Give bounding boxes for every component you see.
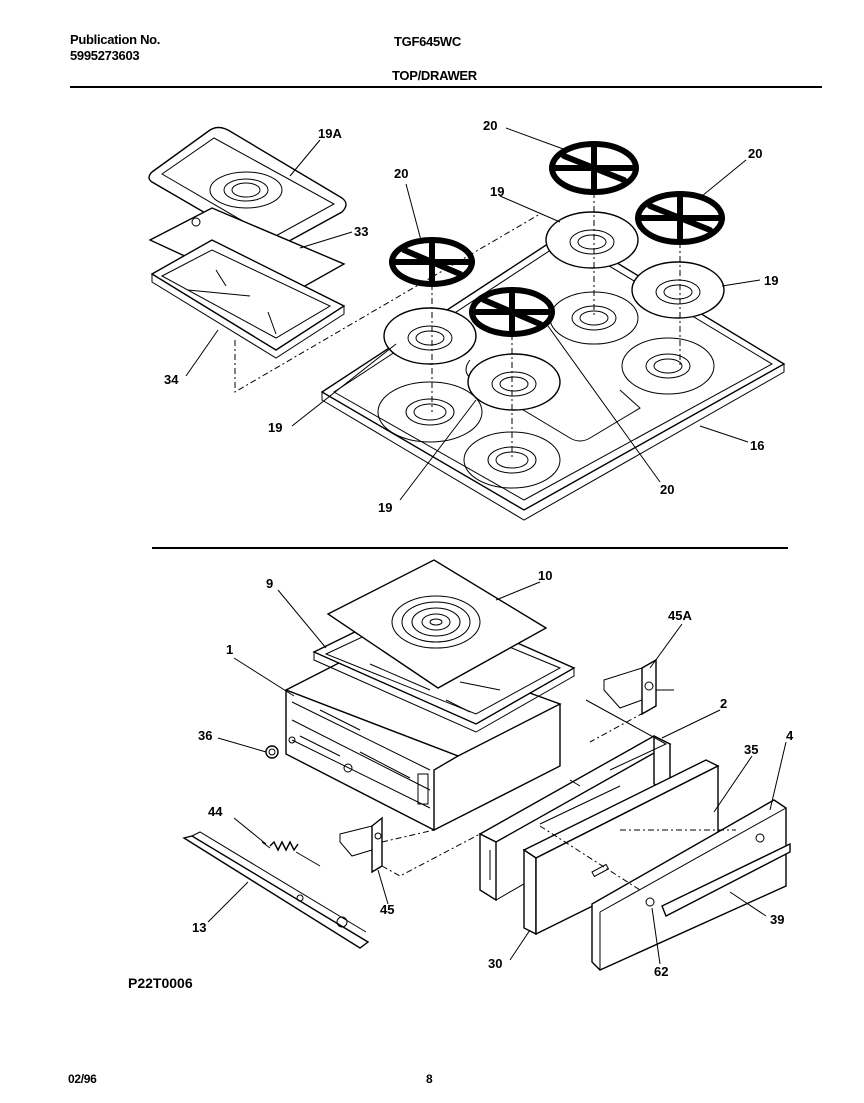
model-number: TGF645WC — [394, 34, 461, 49]
drawer-panel — [591, 799, 791, 971]
callout-20-left: 20 — [394, 166, 408, 181]
callout-19-top: 19 — [490, 184, 504, 199]
callout-45a: 45A — [668, 608, 692, 623]
callout-34: 34 — [164, 372, 179, 387]
bottom-dashed-lines — [381, 705, 736, 891]
page-number: 8 — [426, 1072, 433, 1086]
callout-20-top: 20 — [483, 118, 497, 133]
callout-4: 4 — [786, 728, 794, 743]
callout-36: 36 — [198, 728, 212, 743]
publication-number: 5995273603 — [70, 48, 140, 63]
callout-35: 35 — [744, 742, 758, 757]
drawer-bracket-45a — [603, 658, 674, 716]
callout-13: 13 — [192, 920, 206, 935]
drawer-front — [522, 759, 720, 936]
callout-20-right: 20 — [748, 146, 762, 161]
callout-19-left: 19 — [268, 420, 282, 435]
broiler-pan-insert — [148, 126, 347, 249]
broiler-grid — [326, 559, 548, 689]
pan-centerline — [234, 213, 541, 393]
callout-44: 44 — [208, 804, 223, 819]
callout-39: 39 — [770, 912, 784, 927]
footer-date: 02/96 — [68, 1072, 97, 1086]
callout-33: 33 — [354, 224, 368, 239]
drawer-bracket-45 — [339, 816, 383, 874]
callout-10: 10 — [538, 568, 552, 583]
callout-2: 2 — [720, 696, 727, 711]
bottom-leader-lines — [207, 581, 787, 965]
callout-19-right: 19 — [764, 273, 778, 288]
callout-20-bottom: 20 — [660, 482, 674, 497]
header-rule — [70, 86, 822, 88]
callout-19a: 19A — [318, 126, 342, 141]
top-leader-lines — [185, 127, 761, 501]
publication-label: Publication No. — [70, 32, 161, 47]
callout-19-bottom: 19 — [378, 500, 392, 515]
figure-code: P22T0006 — [128, 975, 193, 991]
broiler-pan — [150, 239, 346, 359]
drawer-spring — [261, 840, 321, 867]
drawer-bumper — [265, 745, 279, 759]
callout-16: 16 — [750, 438, 764, 453]
callout-9: 9 — [266, 576, 273, 591]
callout-1: 1 — [226, 642, 233, 657]
burner-bowls — [383, 211, 725, 411]
callout-45: 45 — [380, 902, 394, 917]
top-centerlines — [431, 192, 681, 460]
drawer-glide — [182, 831, 370, 949]
section-title: TOP/DRAWER — [392, 68, 477, 83]
callout-62: 62 — [654, 964, 668, 979]
callout-30: 30 — [488, 956, 502, 971]
